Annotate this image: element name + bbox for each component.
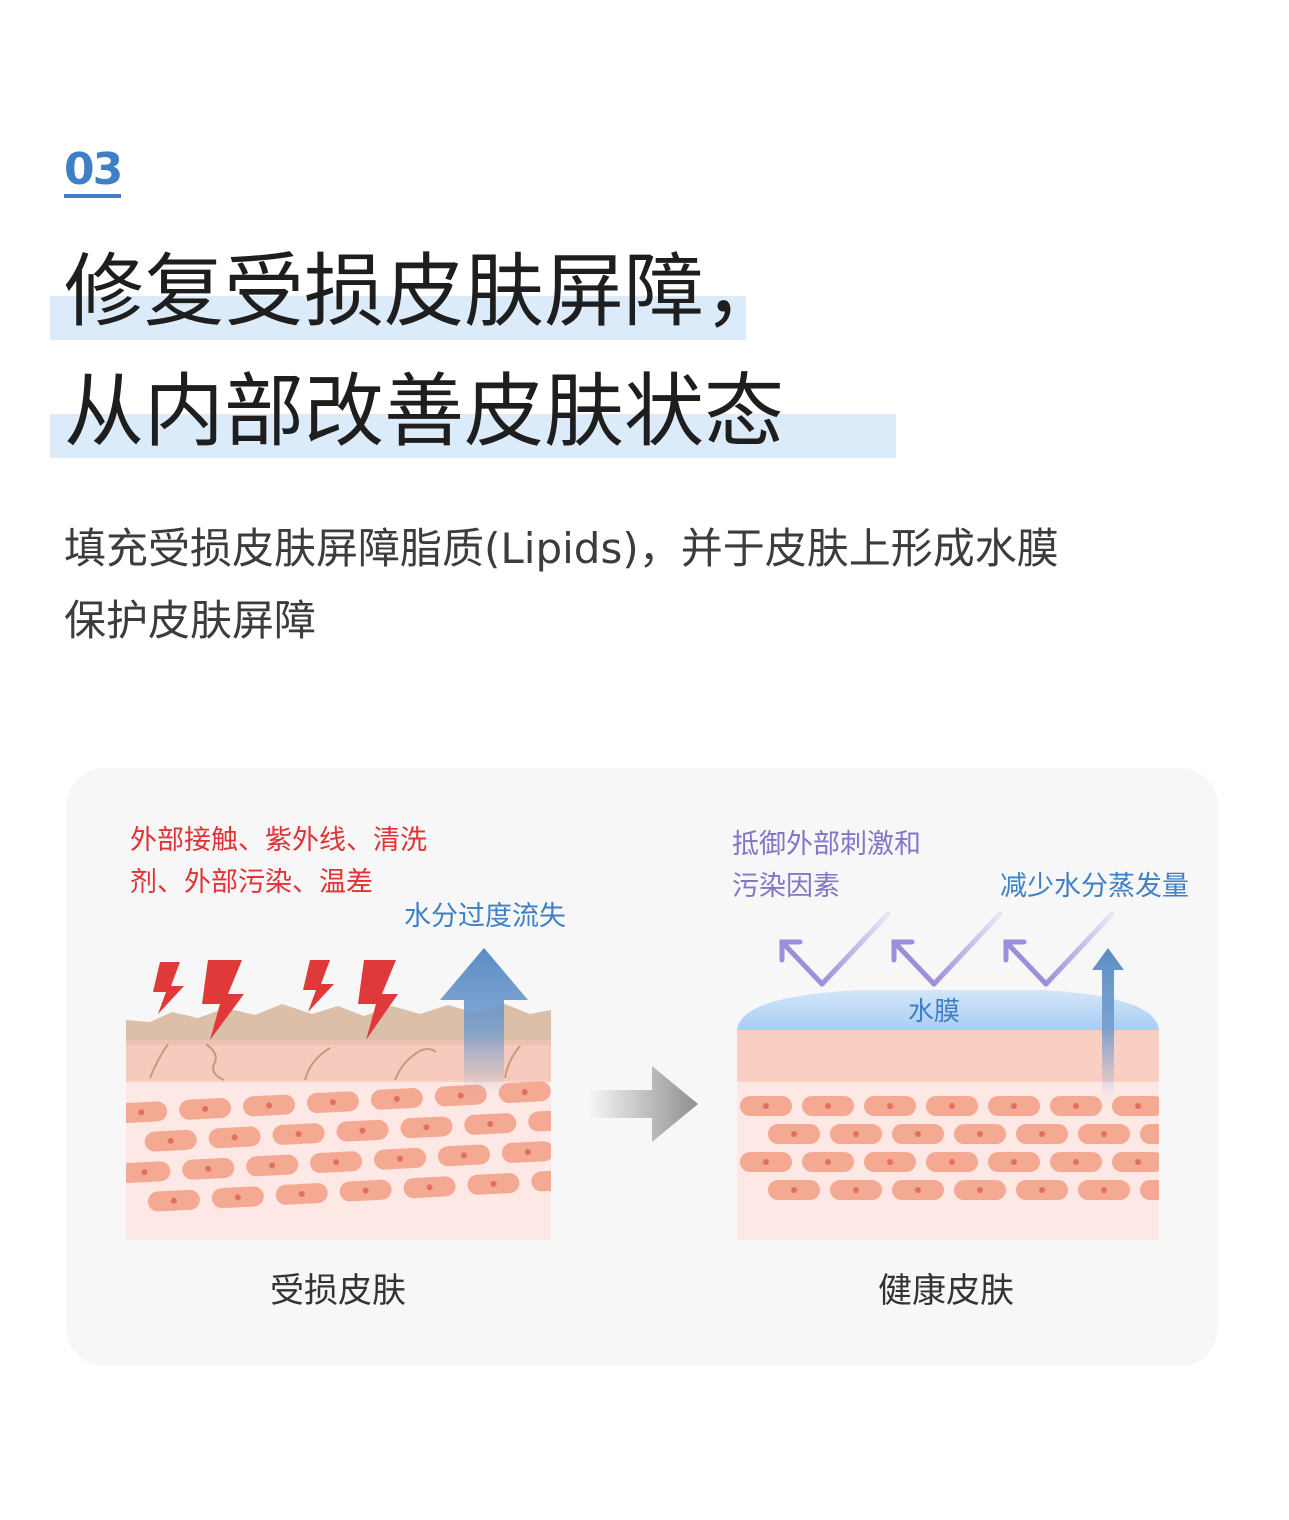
water-film-label: 水膜 [908, 997, 961, 1027]
headline-line-2: 从内部改善皮肤状态 [64, 365, 784, 458]
moisture-loss-label: 水分过度流失 [404, 901, 566, 932]
defense-label-line-2: 污染因素 [732, 871, 840, 902]
headline-highlight-1 [50, 296, 746, 340]
threat-label-line-2: 剂、外部污染、温差 [130, 867, 373, 898]
damaged-skin-illustration [126, 948, 551, 1240]
water-film [737, 990, 1159, 1030]
healthy-skin-illustration [737, 911, 1159, 1240]
defense-label-line-1: 抵御外部刺激和 [732, 829, 921, 860]
headline-line-1: 修复受损皮肤屏障， [64, 245, 784, 338]
deflect-arrows [779, 911, 1115, 987]
healthy-skin-caption: 健康皮肤 [878, 1271, 1014, 1311]
moisture-loss-arrow [440, 948, 528, 1092]
threat-label-line-1: 外部接触、紫外线、清洗 [130, 825, 427, 856]
headline-highlight-2 [50, 414, 896, 458]
damaged-skin-caption: 受损皮肤 [270, 1271, 406, 1311]
description-line-1: 填充受损皮肤屏障脂质(Lipids)，并于皮肤上形成水膜 [64, 524, 1059, 573]
section-number: 03 [64, 148, 123, 198]
lightning-icons [153, 960, 398, 1040]
reduced-evaporation-arrow [1092, 948, 1124, 1098]
transition-arrow [588, 1066, 698, 1142]
reduce-evaporation-label: 减少水分蒸发量 [1000, 871, 1189, 902]
description-line-2: 保护皮肤屏障 [64, 596, 317, 645]
